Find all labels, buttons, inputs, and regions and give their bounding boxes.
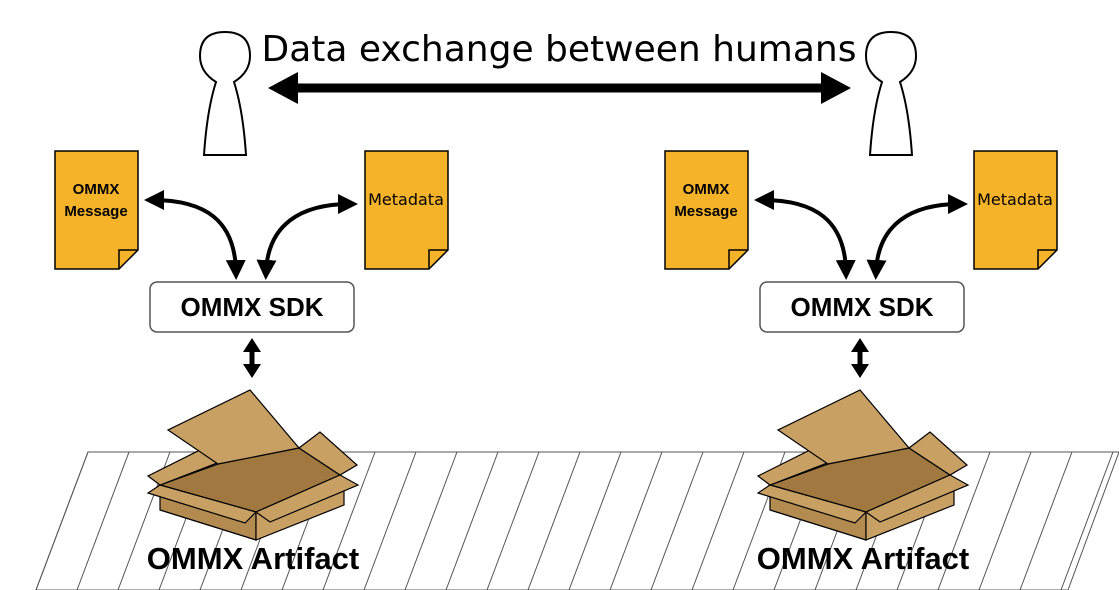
- belt-stripe: [486, 451, 540, 590]
- belt-stripe: [35, 451, 89, 590]
- sdk-box: [149, 281, 355, 333]
- sdk-box: [759, 281, 965, 333]
- sdk-artifact-arrow: [851, 338, 869, 378]
- belt-stripe: [978, 451, 1032, 590]
- person-icon: [198, 30, 252, 156]
- belt-stripe: [691, 451, 745, 590]
- belt-stripe: [568, 451, 622, 590]
- belt-stripe: [609, 451, 663, 590]
- diagram-title: Data exchange between humans: [262, 29, 857, 70]
- belt-stripe: [937, 451, 991, 590]
- belt-stripe: [445, 451, 499, 590]
- artifact-label: OMMX Artifact: [757, 541, 969, 576]
- message-doc-label-line2: Message: [674, 203, 737, 220]
- belt-stripe: [650, 451, 704, 590]
- document-icon: [664, 150, 749, 270]
- sdk-artifact-arrow: [243, 338, 261, 378]
- document-icon: [364, 150, 449, 270]
- document-icon: [54, 150, 139, 270]
- message-doc-label-line2: Message: [64, 203, 127, 220]
- document-icon: [973, 150, 1058, 270]
- sdk-label: OMMX SDK: [181, 292, 324, 322]
- belt-stripe: [1019, 451, 1073, 590]
- message-doc-label-line1: OMMX: [683, 181, 730, 198]
- human-exchange-arrow: [268, 72, 851, 104]
- belt-stripe: [527, 451, 581, 590]
- right-side: OMMX Message Metadata OMMX SDK OMMX Arti…: [664, 30, 1058, 576]
- belt-stripe: [322, 451, 376, 590]
- artifact-label: OMMX Artifact: [147, 541, 359, 576]
- sdk-label: OMMX SDK: [791, 292, 934, 322]
- message-sdk-arrow: [754, 190, 856, 280]
- belt-stripe: [404, 451, 458, 590]
- open-box-icon: [756, 389, 970, 541]
- metadata-sdk-arrow: [866, 194, 968, 280]
- metadata-doc-label: Metadata: [977, 190, 1053, 209]
- left-side: OMMX Message Metadata OMMX SDK OMMX Arti…: [54, 30, 449, 576]
- belt-stripe: [363, 451, 417, 590]
- belt-stripe: [76, 451, 130, 590]
- person-icon: [864, 30, 918, 156]
- message-doc-label-line1: OMMX: [73, 181, 120, 198]
- belt-stripe: [1060, 451, 1114, 590]
- message-sdk-arrow: [144, 190, 246, 280]
- open-box-icon: [146, 389, 360, 541]
- metadata-sdk-arrow: [256, 194, 358, 280]
- metadata-doc-label: Metadata: [368, 190, 444, 209]
